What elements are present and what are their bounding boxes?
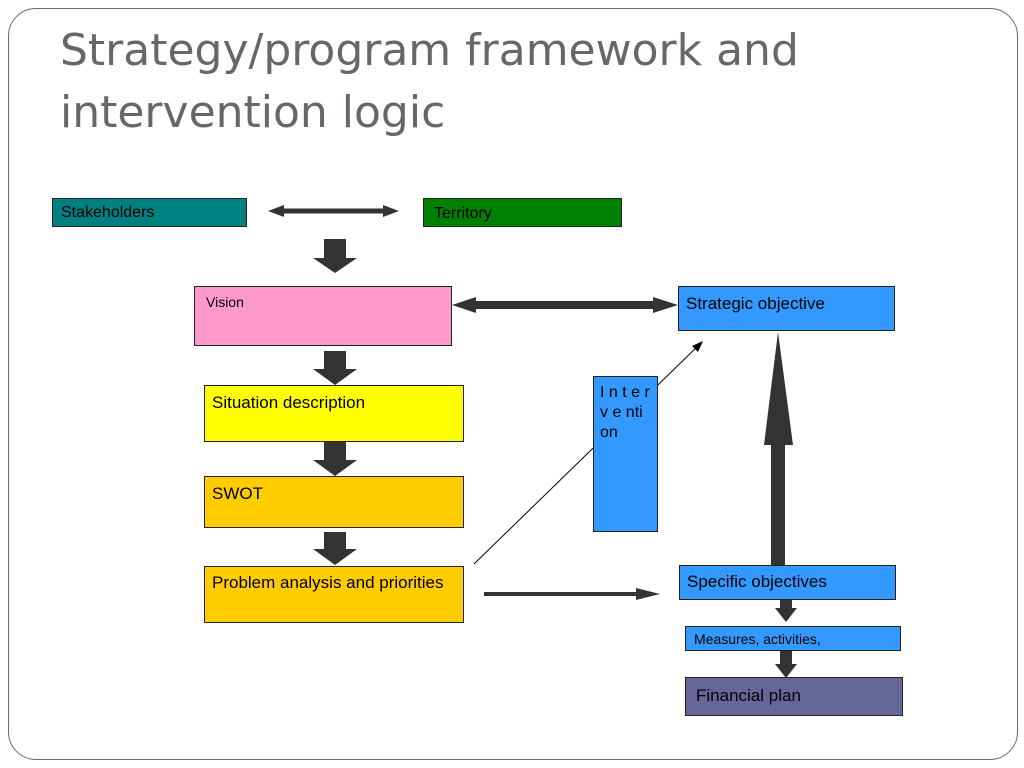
down-arrow-to-vision (313, 239, 357, 273)
problem-analysis-box: Problem analysis and priorities (204, 566, 464, 623)
specific-objectives-label: Specific objectives (687, 572, 827, 591)
territory-box: Territory (423, 198, 622, 227)
strategic-objective-box: Strategic objective (678, 286, 895, 331)
problem-strategic-line (473, 343, 701, 565)
specific-strategic-up-arrow (764, 332, 793, 568)
strategic-objective-label: Strategic objective (686, 294, 825, 313)
title-line-2: intervention logic (60, 87, 446, 138)
vision-label: Vision (206, 294, 244, 310)
measures-box: Measures, activities, (685, 626, 901, 651)
swot-box: SWOT (204, 476, 464, 528)
swot-label: SWOT (212, 484, 263, 503)
specific-objectives-box: Specific objectives (679, 565, 896, 600)
situation-description-label: Situation description (212, 393, 366, 412)
vision-box: Vision (194, 286, 452, 346)
slide-title: Strategy/program framework and intervent… (60, 20, 960, 144)
down-arrow-to-problem (313, 532, 357, 565)
intervention-box: I n t e r v e ntion (593, 376, 658, 532)
situation-description-box: Situation description (204, 385, 464, 442)
down-arrow-to-swot (313, 442, 357, 476)
problem-strategic-arrowhead (692, 341, 703, 352)
intervention-label: I n t e r v e ntion (600, 384, 650, 441)
down-arrow-to-measures (775, 600, 797, 622)
stakeholders-box: Stakeholders (52, 198, 247, 227)
stakeholders-label: Stakeholders (61, 204, 155, 221)
down-arrow-to-situation (313, 351, 357, 385)
financial-plan-box: Financial plan (685, 677, 903, 716)
stakeholders-territory-arrow (268, 205, 399, 217)
title-line-1: Strategy/program framework and (60, 25, 799, 76)
financial-plan-label: Financial plan (696, 686, 801, 705)
problem-specific-arrow (484, 588, 660, 600)
measures-label: Measures, activities, (694, 631, 821, 647)
vision-strategic-arrow (452, 297, 678, 313)
territory-label: Territory (434, 205, 492, 222)
down-arrow-to-financial (775, 651, 797, 678)
problem-analysis-label: Problem analysis and priorities (212, 573, 444, 592)
